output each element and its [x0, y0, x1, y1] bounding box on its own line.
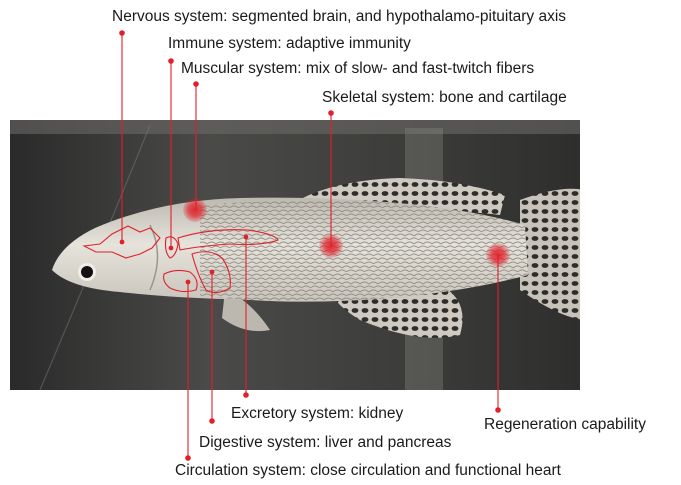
muscular-dot-top: [193, 81, 199, 87]
eye: [81, 266, 93, 278]
immune-dot-top: [168, 58, 174, 64]
label-immune-system: Immune system: adaptive immunity: [168, 35, 411, 53]
muscle-spot: [183, 198, 207, 222]
immune-dot-end: [169, 246, 174, 251]
label-circulation-system: Circulation system: close circulation an…: [175, 462, 561, 480]
excretory-dot-bottom: [243, 392, 249, 398]
nervous-dot-top: [119, 30, 125, 36]
digestive-dot-bottom: [209, 418, 215, 424]
digestive-dot-end: [210, 270, 215, 275]
skeletal-dot-top: [328, 110, 334, 116]
tank-top-edge: [10, 120, 580, 134]
label-excretory-system: Excretory system: kidney: [231, 405, 403, 423]
label-muscular-system: Muscular system: mix of slow- and fast-t…: [181, 60, 534, 78]
excretory-dot-end: [244, 235, 249, 240]
nervous-dot-end: [120, 240, 125, 245]
label-nervous-system: Nervous system: segmented brain, and hyp…: [112, 8, 566, 26]
circulation-dot-bottom: [185, 455, 191, 461]
circulation-dot-end: [186, 280, 191, 285]
regeneration-dot-bottom: [495, 407, 501, 413]
label-regeneration: Regeneration capability: [484, 416, 646, 434]
label-skeletal-system: Skeletal system: bone and cartilage: [322, 89, 567, 107]
label-digestive-system: Digestive system: liver and pancreas: [199, 434, 451, 452]
